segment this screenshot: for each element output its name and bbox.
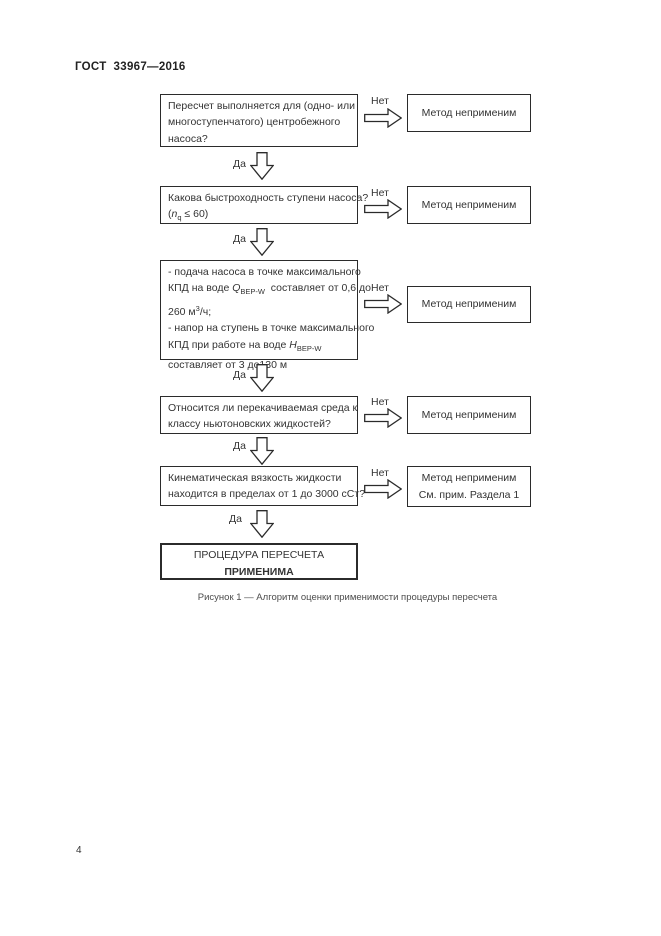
text-segment: BEP-W: [240, 287, 265, 297]
yes-label: Да: [233, 369, 246, 381]
text-line: Метод неприменим: [421, 106, 517, 119]
text-line: насоса?: [168, 132, 208, 145]
yes-label: Да: [229, 513, 242, 525]
text-line: - напор на ступень в точке максимального: [168, 322, 375, 335]
flow-question-box-2: Какова быстроходность ступени насоса? (n…: [160, 186, 369, 226]
right-arrow-icon: [364, 479, 402, 499]
text-segment: составляет от 0,6 до: [264, 282, 371, 295]
text-line: Какова быстроходность ступени насоса?: [168, 192, 369, 204]
text-segment: 3: [195, 303, 200, 313]
down-arrow-icon: [250, 510, 274, 538]
no-label: Нет: [371, 396, 389, 408]
right-arrow-icon: [364, 294, 402, 314]
text-line: (nq ≤ 60): [168, 206, 352, 226]
text-line: Метод неприменим: [421, 472, 517, 484]
no-label: Нет: [371, 467, 389, 479]
text-segment: q: [177, 213, 182, 223]
flow-result-box-4: Метод неприменим: [407, 396, 531, 434]
text-segment: /ч;: [199, 305, 212, 318]
text-line: Метод неприменим: [421, 298, 517, 311]
text-line: Относится ли перекачиваемая среда к: [168, 402, 358, 414]
flow-question-box-3: - подача насоса в точке максимального КП…: [160, 260, 375, 371]
text-segment: H: [289, 338, 297, 351]
figure-caption: Рисунок 1 — Алгоритм оценки применимости…: [197, 592, 498, 603]
text-line: ПРИМЕНИМА: [224, 565, 294, 578]
text-segment: BEP-W: [296, 343, 322, 353]
yes-label: Да: [233, 158, 246, 170]
flow-question-box-4: Относится ли перекачиваемая среда к клас…: [160, 396, 358, 434]
no-label: Нет: [371, 282, 389, 294]
text-line: См. прим. Раздела 1: [418, 488, 520, 501]
text-segment: КПД на воде: [168, 282, 233, 295]
no-label: Нет: [371, 95, 389, 107]
text-segment: (: [168, 208, 172, 221]
flow-result-box-2: Метод неприменим: [407, 186, 531, 224]
down-arrow-icon: [250, 228, 274, 256]
text-line: многоступенчатого) центробежного: [168, 116, 341, 129]
flow-question-box-1: Пересчет выполняется для (одно- или мног…: [160, 94, 358, 147]
text-line: Кинематическая вязкость жидкости: [168, 472, 342, 484]
flow-final-box: ПРОЦЕДУРА ПЕРЕСЧЕТА ПРИМЕНИМА: [160, 543, 358, 580]
document-header: ГОСТ 33967—2016: [75, 61, 186, 73]
yes-label: Да: [233, 440, 246, 452]
text-segment: КПД при работе на воде: [168, 338, 290, 351]
flow-question-box-5: Кинематическая вязкость жидкости находит…: [160, 466, 366, 506]
text-line: классу ньютоновских жидкостей?: [168, 418, 331, 431]
down-arrow-icon: [250, 437, 274, 465]
text-segment: 260 м: [168, 305, 196, 318]
down-arrow-icon: [250, 152, 274, 180]
yes-label: Да: [233, 233, 246, 245]
text-line: КПД на воде QBEP-W составляет от 0,6 до: [168, 280, 371, 300]
right-arrow-icon: [364, 199, 402, 219]
no-label: Нет: [371, 187, 389, 199]
text-segment: n: [171, 208, 178, 221]
text-line: Метод неприменим: [421, 198, 517, 211]
text-line: КПД при работе на воде HBEP-W: [168, 337, 352, 357]
text-line: Метод неприменим: [421, 408, 517, 421]
text-line: находится в пределах от 1 до 3000 сСт?: [168, 488, 366, 501]
flow-result-box-1: Метод неприменим: [407, 94, 531, 132]
text-line: ПРОЦЕДУРА ПЕРЕСЧЕТА: [193, 549, 325, 561]
right-arrow-icon: [364, 108, 402, 128]
right-arrow-icon: [364, 408, 402, 428]
text-line: 260 м3/ч;: [168, 301, 352, 320]
text-segment: ≤ 60): [181, 208, 209, 221]
flow-result-box-5: Метод неприменим См. прим. Раздела 1: [407, 466, 531, 507]
down-arrow-icon: [250, 364, 274, 392]
text-line: - подача насоса в точке максимального: [168, 266, 361, 278]
text-segment: Q: [232, 282, 241, 295]
page-number: 4: [76, 845, 82, 856]
flow-result-box-3: Метод неприменим: [407, 286, 531, 323]
text-line: Пересчет выполняется для (одно- или: [168, 100, 355, 112]
